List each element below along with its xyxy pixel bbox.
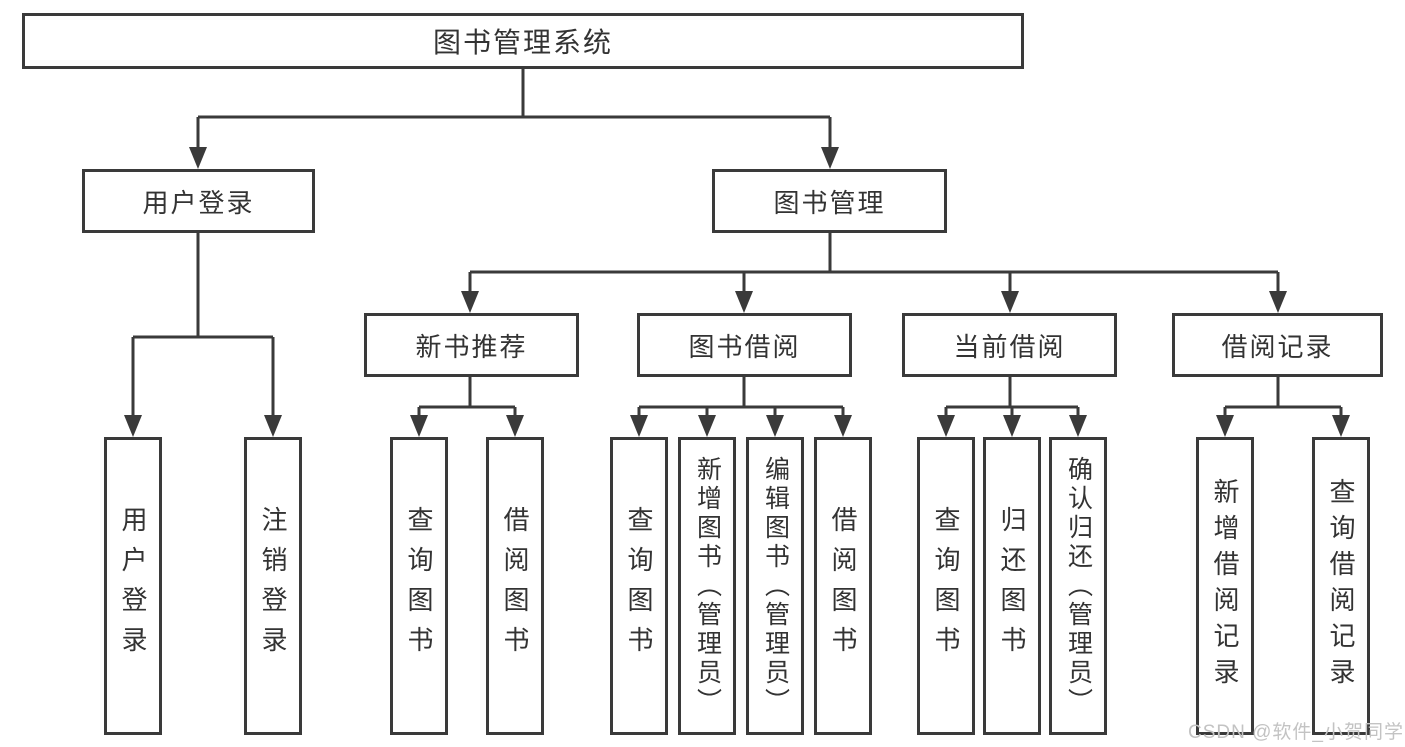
node-new-book-recommend: 新书推荐 bbox=[364, 313, 579, 377]
node-book-borrow-label: 图书借阅 bbox=[688, 331, 801, 362]
node-book-management: 图书管理 bbox=[712, 169, 947, 233]
leaf-edit-books-admin: 编辑图书（管理员） bbox=[746, 437, 804, 735]
leaf-user-login: 用户登录 bbox=[104, 437, 162, 735]
leaf-recommend-borrow-books-label: 借阅图书 bbox=[500, 506, 530, 666]
leaf-recommend-query-books: 查询图书 bbox=[390, 437, 448, 735]
node-borrow-records: 借阅记录 bbox=[1172, 313, 1383, 377]
leaf-recommend-borrow-books: 借阅图书 bbox=[486, 437, 544, 735]
leaf-confirm-return-admin-label: 确认归还（管理员） bbox=[1064, 455, 1093, 717]
leaf-query-borrow-record-label: 查询借阅记录 bbox=[1326, 478, 1356, 694]
leaf-edit-books-admin-label: 编辑图书（管理员） bbox=[761, 455, 790, 717]
leaf-current-query-books-label: 查询图书 bbox=[931, 506, 961, 666]
leaf-logout-label: 注销登录 bbox=[258, 506, 288, 666]
leaf-add-books-admin-label: 新增图书（管理员） bbox=[693, 455, 722, 717]
leaf-add-books-admin: 新增图书（管理员） bbox=[678, 437, 736, 735]
node-root-system-label: 图书管理系统 bbox=[432, 27, 613, 58]
leaf-recommend-query-books-label: 查询图书 bbox=[404, 506, 434, 666]
node-current-borrow-label: 当前借阅 bbox=[953, 331, 1066, 362]
leaf-user-login-label: 用户登录 bbox=[118, 506, 148, 666]
node-root-system: 图书管理系统 bbox=[22, 13, 1024, 69]
leaf-add-borrow-record-label: 新增借阅记录 bbox=[1210, 478, 1240, 694]
leaf-return-books: 归还图书 bbox=[983, 437, 1041, 735]
arrowheads bbox=[124, 147, 1350, 437]
leaf-borrow-books-label: 借阅图书 bbox=[828, 506, 858, 666]
leaf-current-query-books: 查询图书 bbox=[917, 437, 975, 735]
leaf-confirm-return-admin: 确认归还（管理员） bbox=[1049, 437, 1107, 735]
node-borrow-records-label: 借阅记录 bbox=[1221, 331, 1334, 362]
leaf-add-borrow-record: 新增借阅记录 bbox=[1196, 437, 1254, 735]
leaf-logout: 注销登录 bbox=[244, 437, 302, 735]
csdn-watermark: CSDN @软件_小贺同学 bbox=[1188, 722, 1404, 743]
leaf-return-books-label: 归还图书 bbox=[997, 506, 1027, 666]
node-book-borrow: 图书借阅 bbox=[637, 313, 852, 377]
node-book-management-label: 图书管理 bbox=[773, 187, 886, 218]
node-current-borrow: 当前借阅 bbox=[902, 313, 1117, 377]
node-user-login-label: 用户登录 bbox=[142, 187, 255, 218]
leaf-query-borrow-record: 查询借阅记录 bbox=[1312, 437, 1370, 735]
node-new-book-recommend-label: 新书推荐 bbox=[415, 331, 528, 362]
leaf-borrow-query-books-label: 查询图书 bbox=[624, 506, 654, 666]
leaf-borrow-query-books: 查询图书 bbox=[610, 437, 668, 735]
leaf-borrow-books: 借阅图书 bbox=[814, 437, 872, 735]
node-user-login: 用户登录 bbox=[82, 169, 315, 233]
